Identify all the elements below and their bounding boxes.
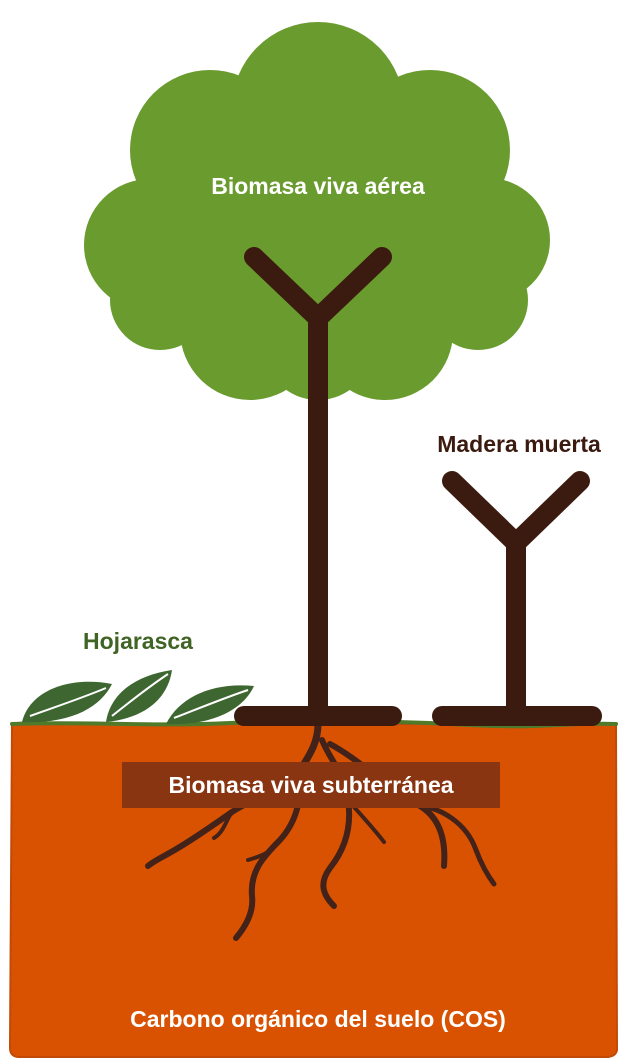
leaf-vein: [173, 689, 249, 719]
trunk-branch-left: [244, 247, 328, 328]
label-below-ground: Biomasa viva subterránea: [168, 772, 453, 798]
label-soil-carbon: Carbono orgánico del suelo (COS): [130, 1006, 506, 1032]
deadwood-branch-right: [506, 471, 590, 553]
trunk-branch-right: [308, 247, 392, 328]
root-left-b: [212, 810, 234, 840]
root-far-right-b: [417, 803, 497, 887]
deadwood-branch-left: [442, 471, 526, 553]
label-dead-wood: Madera muerta: [437, 431, 601, 457]
root-mid-b: [246, 838, 282, 862]
dead-wood: [432, 471, 602, 726]
leaf-vein: [111, 673, 169, 717]
canopy-lobe: [168, 80, 468, 380]
below-ground-label-box: [122, 762, 500, 808]
tree-canopy: [84, 22, 550, 400]
label-above-ground: Biomasa viva aérea: [211, 173, 425, 199]
label-litter: Hojarasca: [83, 628, 193, 654]
leaf-vein: [29, 687, 107, 717]
litter-leaves: [22, 670, 254, 725]
tree-trunk: [234, 247, 402, 726]
